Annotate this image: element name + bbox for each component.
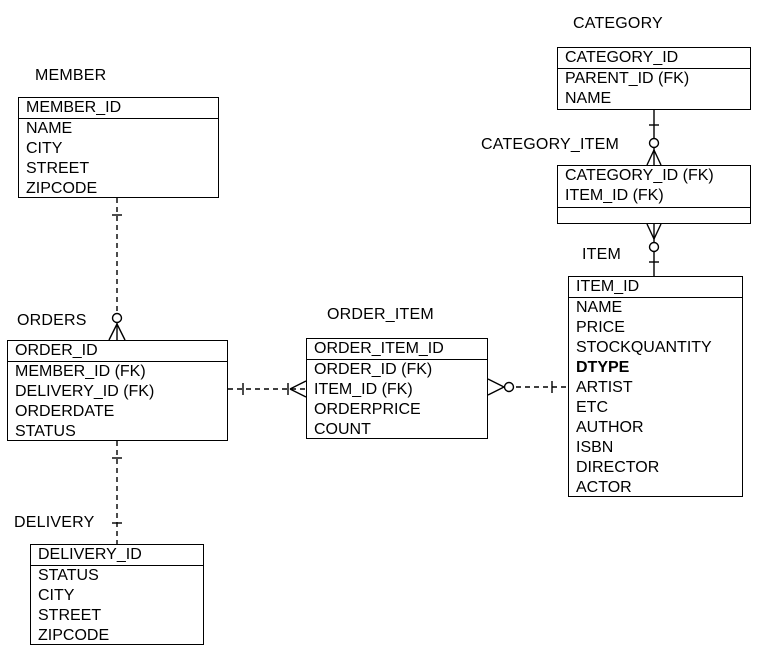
delivery-pk: DELIVERY_ID xyxy=(31,545,203,566)
member-pk-field: MEMBER_ID xyxy=(26,99,122,116)
delivery-entity[interactable]: DELIVERY_ID STATUS CITY STREET ZIPCODE xyxy=(30,544,204,645)
member-pk: MEMBER_ID xyxy=(19,98,218,119)
order-item-pk-field: ORDER_ITEM_ID xyxy=(314,340,444,357)
delivery-pk-field: DELIVERY_ID xyxy=(38,546,142,563)
orders-pk-field: ORDER_ID xyxy=(15,342,98,359)
orders-entity[interactable]: ORDER_ID MEMBER_ID (FK) DELIVERY_ID (FK)… xyxy=(7,340,228,441)
category-item-pk-category-id: CATEGORY_ID (FK) xyxy=(565,167,714,184)
delivery-attr-status: STATUS xyxy=(38,567,99,584)
category-item-pk: CATEGORY_ID (FK) ITEM_ID (FK) xyxy=(558,166,750,208)
category-pk-field: CATEGORY_ID xyxy=(565,49,679,66)
item-title: ITEM xyxy=(582,246,622,263)
category-entity[interactable]: CATEGORY_ID PARENT_ID (FK) NAME xyxy=(557,47,751,110)
category-title: CATEGORY xyxy=(573,15,663,32)
orders-title: ORDERS xyxy=(17,312,87,329)
category-attr-parent-id: PARENT_ID (FK) xyxy=(565,70,690,87)
category-item-entity[interactable]: CATEGORY_ID (FK) ITEM_ID (FK) xyxy=(557,165,751,224)
rel-orders-orderitem xyxy=(228,380,307,398)
order-item-attr-item-id: ITEM_ID (FK) xyxy=(314,381,413,398)
category-item-pk-item-id: ITEM_ID (FK) xyxy=(565,187,664,204)
orders-pk: ORDER_ID xyxy=(8,341,227,362)
delivery-attr-street: STREET xyxy=(38,607,102,624)
member-attr-city: CITY xyxy=(26,140,63,157)
order-item-attr-orderprice: ORDERPRICE xyxy=(314,401,421,418)
orders-attr-delivery-id: DELIVERY_ID (FK) xyxy=(15,383,155,400)
rel-member-orders xyxy=(108,198,126,341)
item-attr-author: AUTHOR xyxy=(576,419,644,436)
orders-attr-member-id: MEMBER_ID (FK) xyxy=(15,363,146,380)
delivery-attr-city: CITY xyxy=(38,587,75,604)
rel-categoryitem-item xyxy=(646,223,662,276)
item-attr-price: PRICE xyxy=(576,319,625,336)
item-attr-isbn: ISBN xyxy=(576,439,614,456)
item-attr-actor: ACTOR xyxy=(576,479,632,496)
order-item-pk: ORDER_ITEM_ID xyxy=(307,339,487,360)
item-pk-field: ITEM_ID xyxy=(576,278,640,295)
item-attr-stockquantity: STOCKQUANTITY xyxy=(576,339,712,356)
item-entity[interactable]: ITEM_ID NAME PRICE STOCKQUANTITY DTYPE A… xyxy=(568,276,743,497)
rel-orders-delivery xyxy=(112,441,122,544)
member-attr-street: STREET xyxy=(26,160,90,177)
item-attr-etc: ETC xyxy=(576,399,608,416)
item-attr-dtype: DTYPE xyxy=(576,359,630,376)
order-item-entity[interactable]: ORDER_ITEM_ID ORDER_ID (FK) ITEM_ID (FK)… xyxy=(306,338,488,439)
order-item-title: ORDER_ITEM xyxy=(327,306,434,323)
member-attr-name: NAME xyxy=(26,120,73,137)
delivery-title: DELIVERY xyxy=(14,514,95,531)
order-item-attr-order-id: ORDER_ID (FK) xyxy=(314,361,433,378)
orders-attr-status: STATUS xyxy=(15,423,76,440)
rel-category-categoryitem xyxy=(646,110,662,166)
item-attr-name: NAME xyxy=(576,299,623,316)
delivery-attr-zipcode: ZIPCODE xyxy=(38,627,110,644)
category-attr-name: NAME xyxy=(565,90,612,107)
item-attr-director: DIRECTOR xyxy=(576,459,660,476)
order-item-attr-count: COUNT xyxy=(314,421,371,438)
category-pk: CATEGORY_ID xyxy=(558,48,750,69)
member-attr-zipcode: ZIPCODE xyxy=(26,180,98,197)
category-item-title: CATEGORY_ITEM xyxy=(481,136,620,153)
member-entity[interactable]: MEMBER_ID NAME CITY STREET ZIPCODE xyxy=(18,97,219,198)
orders-attr-orderdate: ORDERDATE xyxy=(15,403,115,420)
member-title: MEMBER xyxy=(35,67,107,84)
rel-orderitem-item xyxy=(487,378,568,396)
item-pk: ITEM_ID xyxy=(569,277,742,298)
item-attr-artist: ARTIST xyxy=(576,379,633,396)
